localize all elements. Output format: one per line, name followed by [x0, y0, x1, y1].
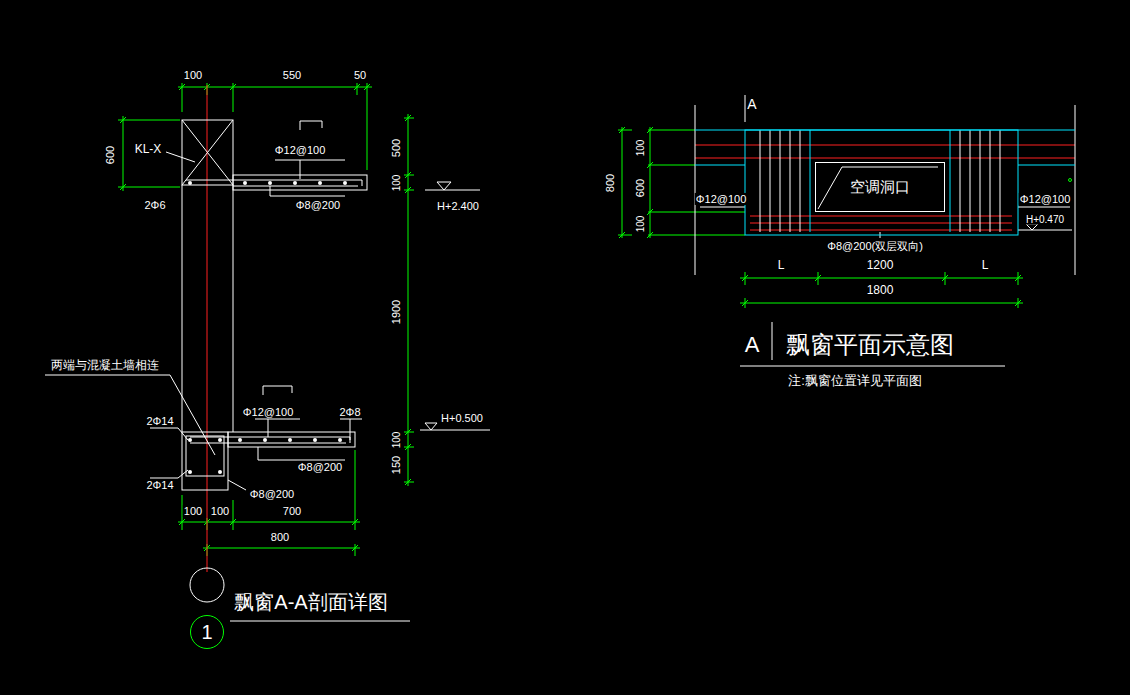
dimension-text: 800	[604, 173, 616, 193]
rebar-label: 2Φ6	[143, 199, 166, 211]
rebar-label: 2Φ14	[145, 479, 174, 491]
dimension-text: 100	[210, 505, 230, 517]
rebar-label: 2Φ14	[145, 415, 174, 427]
dimension-text: L	[981, 259, 990, 272]
node-text: 1	[201, 621, 212, 643]
level-label: H+0.470	[1025, 214, 1065, 225]
dimension-text: 600	[634, 178, 646, 198]
beam-label: KL-X	[134, 143, 163, 156]
opening-box: 空调洞口	[815, 162, 945, 212]
dimension-text: 50	[353, 69, 367, 81]
dimension-text: L	[777, 259, 786, 272]
drawing-title: 飘窗平面示意图	[785, 332, 955, 358]
rebar-label: Φ12@100	[1019, 193, 1072, 205]
dimension-text: 1800	[866, 284, 895, 297]
rebar-label: Φ8@200(双层双向)	[826, 240, 924, 252]
dimension-text: 100	[635, 139, 646, 158]
dimension-text: 500	[390, 138, 402, 158]
level-label: H+0.500	[440, 412, 484, 424]
dimension-text: 800	[270, 531, 290, 543]
dimension-text: 600	[104, 145, 116, 165]
rebar-label: Φ12@100	[274, 144, 327, 156]
rebar-label: Φ12@100	[242, 406, 295, 418]
dimension-text: 100	[183, 505, 203, 517]
dimension-text: 100	[391, 431, 402, 450]
dimension-text: 1200	[866, 259, 895, 272]
drawing-title: 飘窗A-A剖面详图	[233, 591, 388, 613]
level-label: H+2.400	[436, 200, 480, 212]
note-text: 注:飘窗位置详见平面图	[787, 374, 923, 388]
note-label: 两端与混凝土墙相连	[50, 359, 160, 372]
dimension-text: 150	[390, 455, 402, 475]
dimension-text: 1900	[390, 299, 402, 325]
dimension-text: 550	[282, 69, 302, 81]
rebar-label: 2Φ8	[338, 406, 361, 418]
dimension-text: 100	[183, 69, 203, 81]
node-text: 空调洞口	[850, 179, 910, 196]
index-circle: 1	[190, 615, 224, 649]
rebar-label: Φ8@200	[249, 488, 295, 500]
section-mark: A	[744, 333, 761, 357]
rebar-label: Φ8@200	[295, 199, 341, 211]
dimension-text: 100	[391, 174, 402, 193]
dimension-text: 700	[282, 505, 302, 517]
rebar-label: Φ8@200	[297, 461, 343, 473]
rebar-label: Φ12@100	[695, 193, 748, 205]
dimension-text: 100	[635, 215, 646, 234]
section-mark: A	[746, 97, 757, 112]
